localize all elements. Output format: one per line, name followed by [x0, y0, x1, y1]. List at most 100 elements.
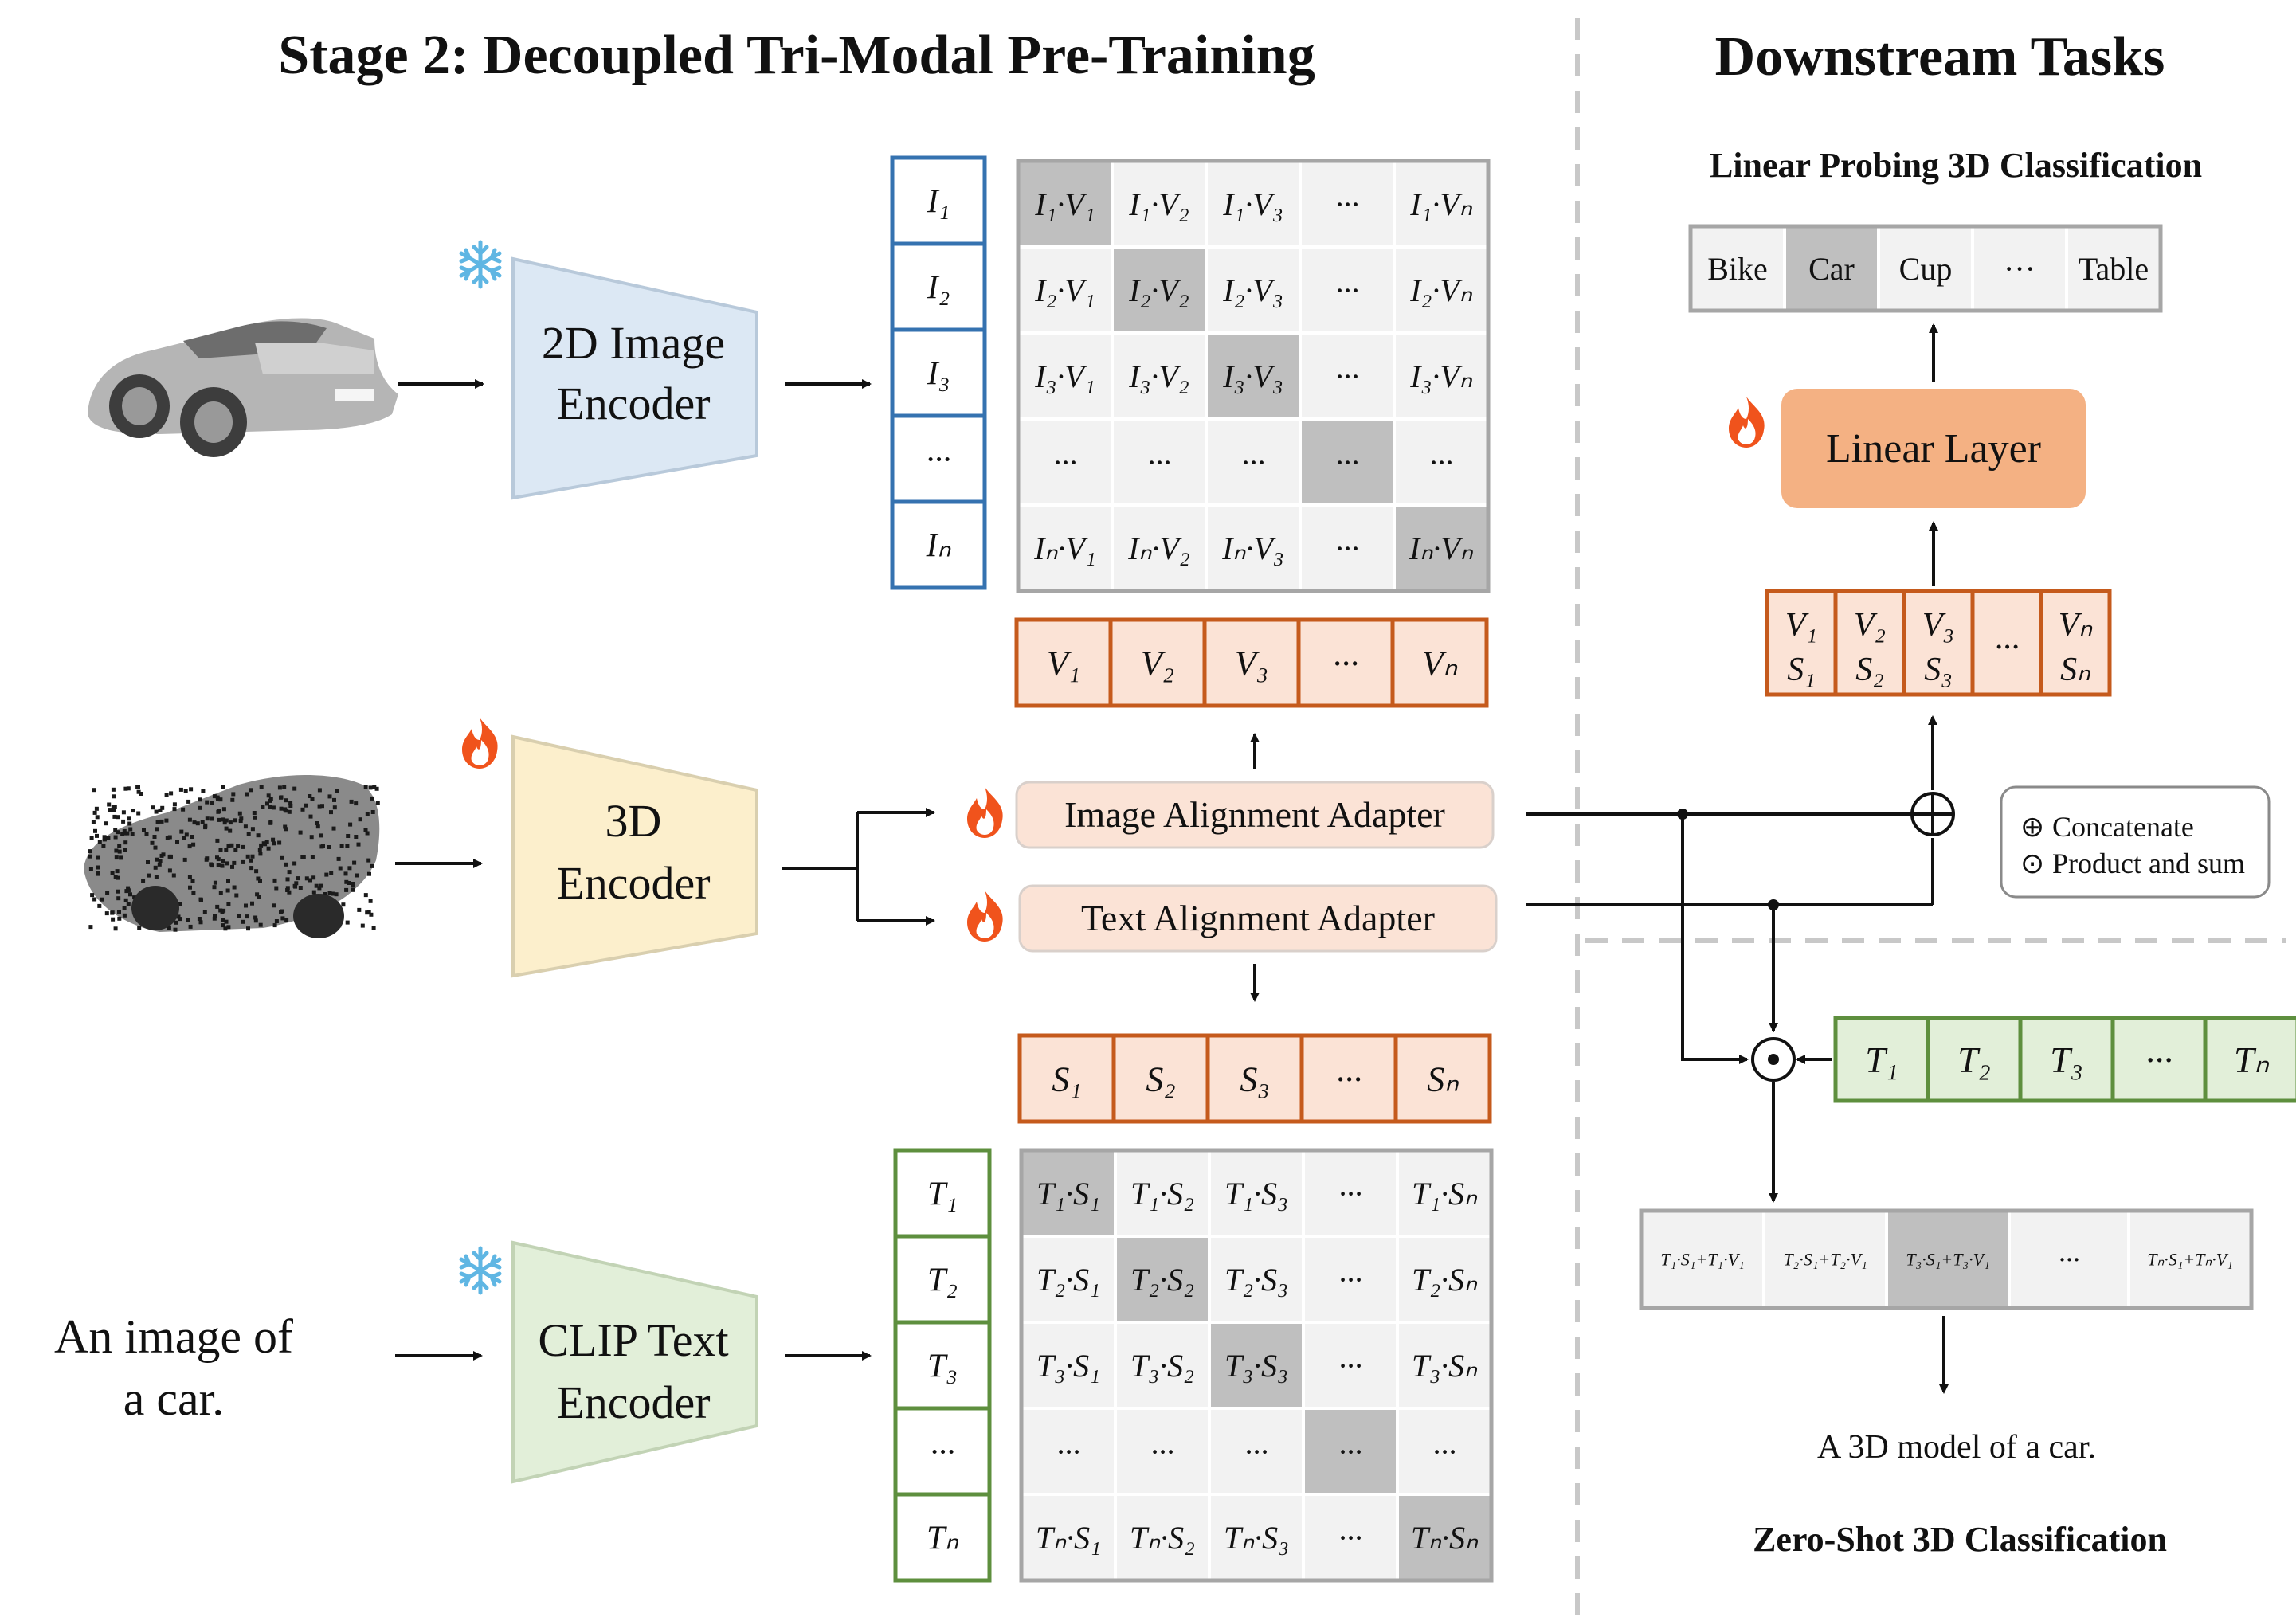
text-input-line1: An image of: [54, 1310, 293, 1363]
vs-stack-cell-bg: [1833, 589, 1906, 697]
text-vector-cell-bg: [893, 1406, 992, 1497]
image-encoder-line2: Encoder: [556, 378, 710, 429]
text-alignment-adapter: Text Alignment Adapter: [1018, 884, 1498, 953]
text-matrix-cell-bg: [1302, 1407, 1399, 1496]
t-row-cell-bg: [2018, 1016, 2115, 1103]
image-vector-cell-bg: [890, 413, 987, 504]
text-matrix-cell: Tₙ·S₁: [1036, 1520, 1101, 1556]
text-matrix-cell: ···: [1150, 1434, 1174, 1470]
text-matrix-cell: ···: [1432, 1434, 1456, 1470]
concat-operator-icon: [1910, 792, 1955, 836]
image-matrix-cell: ···: [1053, 444, 1077, 480]
image-matrix-cell: I₂·V₁: [1034, 272, 1095, 308]
text-matrix-cell: T₃·S₂: [1130, 1348, 1194, 1384]
image-matrix-cell: Iₙ·V₁: [1033, 531, 1096, 566]
image-matrix-cell: ···: [1335, 444, 1359, 480]
text-matrix-cell: Tₙ·S₃: [1224, 1520, 1289, 1556]
vs-stack-cell-bg: [2039, 589, 2112, 697]
pc3d-encoder-line1: 3D: [605, 795, 662, 847]
image-vector-cell-bg: [890, 327, 987, 418]
pc3d-encoder: 3D Encoder: [511, 734, 758, 978]
image-matrix-cell-bg: [1299, 159, 1396, 249]
image-matrix-cell: ···: [1429, 444, 1453, 480]
v-row-cell: ···: [1333, 644, 1359, 683]
text-matrix-cell-bg: [1208, 1407, 1305, 1496]
text-matrix-cell: T₁·S₃: [1224, 1176, 1288, 1212]
class-cell: ···: [2004, 251, 2035, 287]
downstream-title: Downstream Tasks: [1715, 26, 2165, 88]
s-row-cell-bg: [1111, 1033, 1210, 1124]
text-matrix-cell: ···: [1338, 1176, 1362, 1212]
image-matrix-cell: I₁·V₁: [1034, 186, 1095, 222]
car-image-icon: [88, 318, 398, 457]
flame-icon: [462, 718, 498, 769]
zero-shot-cell-bg: [2127, 1209, 2253, 1310]
image-matrix-cell: I₁·V₂: [1128, 186, 1189, 222]
image-matrix-cell-bg: [1393, 417, 1490, 507]
text-matrix-cell-bg: [1020, 1235, 1117, 1324]
image-matrix-cell: I₁·Vₙ: [1409, 186, 1473, 222]
image-vector-cell: I₃: [927, 356, 950, 393]
vs-stack-label: V₁: [1785, 607, 1817, 644]
vs-stack-label: Sₙ: [2060, 652, 2091, 688]
v-row-cell: V₃: [1235, 644, 1268, 683]
t-row-cell: T₃: [2050, 1040, 2083, 1080]
image-matrix-cell-bg: [1205, 331, 1302, 421]
s-row-cell-bg: [1393, 1033, 1492, 1124]
vs-stack-cell-bg: [1765, 589, 1838, 697]
legend-product-label: Product and sum: [2052, 848, 2245, 879]
text-matrix-cell: T₂·Sₙ: [1412, 1262, 1478, 1298]
text-matrix-cell: ···: [1338, 1262, 1362, 1298]
text-vector-cell: T₂: [927, 1263, 958, 1299]
text-matrix-cell: ···: [1338, 1348, 1362, 1384]
v-row-cell-bg: [1014, 617, 1113, 708]
text-adapter-label: Text Alignment Adapter: [1081, 898, 1435, 938]
image-matrix-cell: ···: [1335, 186, 1359, 222]
vs-stack-label: S₂: [1855, 652, 1884, 688]
zero-shot-cell: T₁·S₁+T₁·V₁: [1660, 1250, 1744, 1270]
s-row-cell: S₁: [1052, 1059, 1081, 1098]
text-matrix-cell-bg: [1208, 1321, 1305, 1410]
text-vector-cell: T₃: [927, 1349, 958, 1385]
vs-stack-label: V₃: [1922, 607, 1954, 644]
image-matrix-cell: I₂·Vₙ: [1409, 272, 1473, 308]
text-vector-cell-bg: [893, 1320, 992, 1411]
image-matrix-cell: ···: [1335, 272, 1359, 308]
t-row-cell-bg: [2203, 1016, 2296, 1103]
image-matrix-cell-bg: [1205, 159, 1302, 249]
vs-stack-label: Vₙ: [2059, 607, 2094, 644]
linear-layer-label: Linear Layer: [1826, 426, 2041, 472]
text-matrix-cell-bg: [1020, 1149, 1117, 1238]
zero-shot-cell-bg: [1640, 1209, 1765, 1310]
s-row-cell: S₂: [1146, 1059, 1175, 1098]
text-encoder: CLIP Text Encoder: [511, 1240, 758, 1484]
v-row-cell: V₁: [1047, 644, 1080, 683]
text-vector-cell-bg: [893, 1492, 992, 1583]
linear-probe-title: Linear Probing 3D Classification: [1710, 146, 2202, 185]
image-vector-cell: I₁: [927, 184, 950, 221]
text-matrix-cell: Tₙ·S₂: [1130, 1520, 1195, 1556]
text-matrix-cell-bg: [1396, 1149, 1493, 1238]
flame-icon: [967, 787, 1003, 838]
zero-shot-cell-bg: [1885, 1209, 2011, 1310]
image-matrix-cell: I₂·V₃: [1222, 272, 1283, 308]
v-row-cell: Vₙ: [1422, 644, 1458, 683]
image-matrix-cell: I₂·V₂: [1128, 272, 1189, 308]
text-vector-cell: ···: [930, 1435, 955, 1471]
text-matrix-cell: ···: [1244, 1434, 1268, 1470]
image-matrix-cell: ···: [1335, 358, 1359, 394]
v-row-cell-bg: [1108, 617, 1207, 708]
legend: ⊕ Concatenate ⊙ Product and sum: [2000, 785, 2271, 899]
text-matrix-cell-bg: [1208, 1493, 1305, 1582]
class-cell: Table: [2079, 251, 2149, 287]
image-matrix-cell-bg: [1111, 417, 1208, 507]
vs-stack-label: ···: [1994, 629, 2020, 666]
text-input-line2: a car.: [123, 1372, 225, 1425]
